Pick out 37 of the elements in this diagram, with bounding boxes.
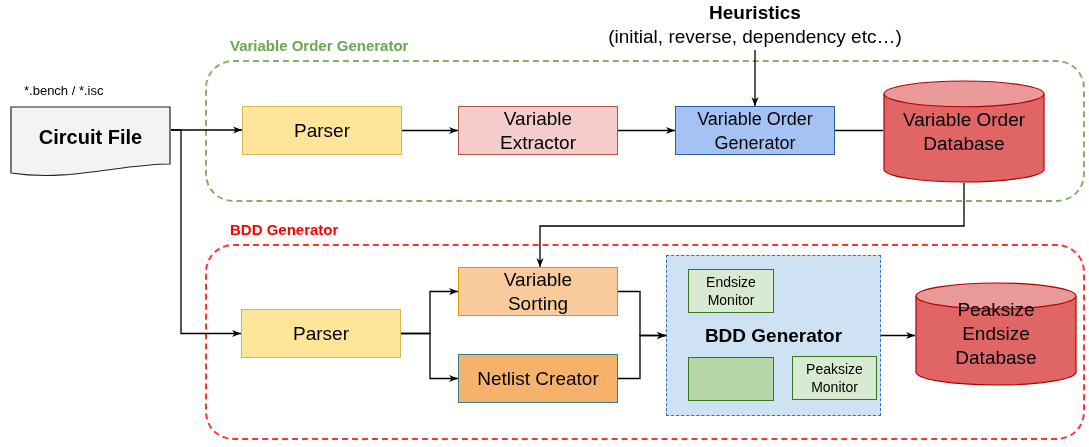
group-title: BDD Generator — [230, 220, 339, 240]
database-cylinder — [915, 282, 1077, 386]
node-label: Variable Order Generator — [696, 107, 814, 155]
box-shape — [688, 357, 774, 401]
heading-text: Heuristics — [708, 1, 802, 25]
module-box — [666, 255, 881, 416]
database-cylinder — [883, 80, 1045, 183]
group-title: Variable Order Generator — [230, 36, 409, 56]
node-label: Peaksize Endsize Database — [954, 298, 1038, 370]
node-label: Netlist Creator — [476, 366, 600, 391]
arrow — [401, 126, 459, 135]
arrow — [751, 49, 759, 107]
node-label: Parser — [293, 118, 351, 143]
node-label: Variable Sorting — [502, 267, 574, 316]
process-box — [458, 106, 618, 155]
arrow — [536, 182, 965, 268]
process-box — [242, 106, 402, 155]
file-extension-note: *.bench / *.isc — [24, 82, 104, 100]
module-title: BDD Generator — [703, 324, 844, 348]
monitor-box — [688, 269, 774, 313]
arrow — [617, 126, 676, 135]
arrow — [617, 331, 667, 380]
process-box — [675, 106, 835, 155]
process-box — [458, 267, 618, 316]
arrow — [170, 129, 242, 338]
arrow — [880, 331, 916, 340]
monitor-box — [792, 356, 877, 400]
node-label: Parser — [292, 321, 350, 346]
process-box — [241, 309, 401, 358]
node-label: (initial, reverse, dependency etc…) — [607, 25, 903, 49]
process-box — [458, 354, 618, 403]
node-label: Variable Extractor — [499, 106, 577, 155]
node-label: Peaksize Monitor — [805, 360, 864, 396]
node-label: Endsize Monitor — [705, 273, 757, 309]
node-label: Circuit File — [37, 125, 144, 149]
node-label: Variable Order Database — [901, 107, 1027, 156]
arrow — [400, 332, 459, 383]
